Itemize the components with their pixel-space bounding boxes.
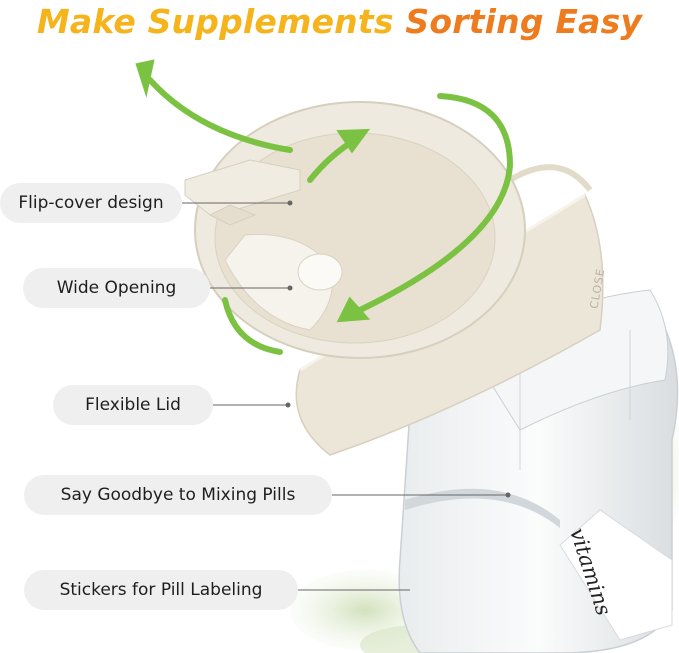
label-stickers: Stickers for Pill Labeling (24, 570, 298, 610)
label-flip-cover: Flip-cover design (0, 183, 182, 223)
label-wide-opening: Wide Opening (23, 268, 210, 308)
title-part-1: Make Supplements (36, 2, 394, 41)
green-arrows (135, 59, 514, 355)
page-title: Make Supplements Sorting Easy (0, 2, 679, 41)
flip-lid (184, 101, 526, 359)
title-part-2: Sorting Easy (405, 2, 643, 41)
leader-dots (285, 200, 511, 498)
label-no-mixing: Say Goodbye to Mixing Pills (24, 475, 332, 515)
label-flexible-lid: Flexible Lid (53, 385, 213, 425)
leader-lines (182, 202, 508, 591)
